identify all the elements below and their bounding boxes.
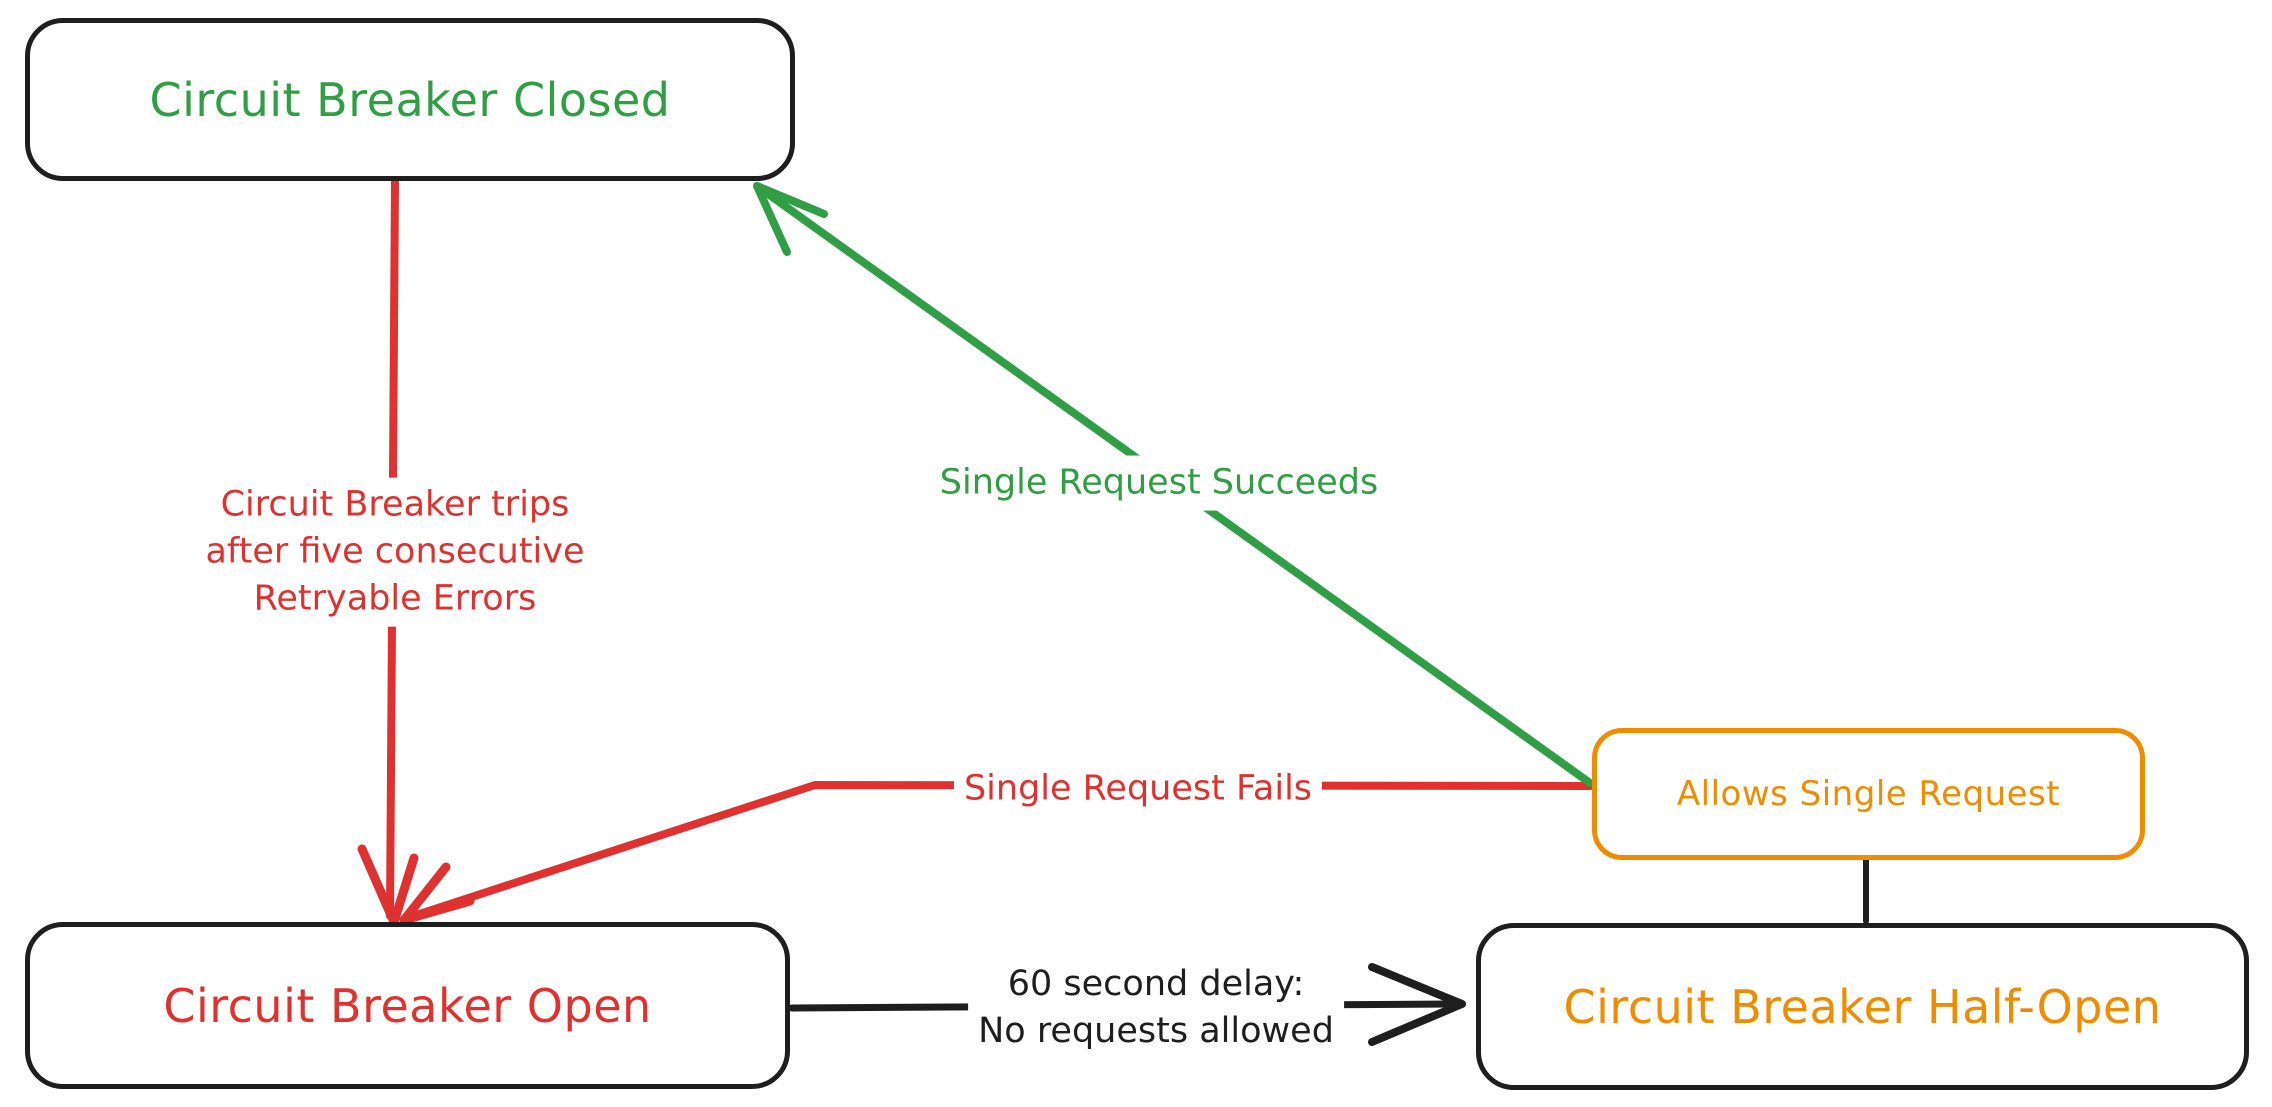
node-circuit-breaker-half-open-label: Circuit Breaker Half-Open — [1563, 979, 2162, 1034]
edge-label-delay: 60 second delay: No requests allowed — [968, 957, 1344, 1059]
edge-label-succeed: Single Request Succeeds — [929, 455, 1389, 511]
node-circuit-breaker-closed: Circuit Breaker Closed — [25, 18, 795, 181]
edge-label-trip-line2: after five consecutive — [205, 531, 585, 572]
edge-label-trip-line3: Retryable Errors — [253, 578, 537, 619]
node-allows-single-request: Allows Single Request — [1592, 728, 2145, 860]
edge-label-fail: Single Request Fails — [953, 761, 1323, 817]
edge-fail-arrowhead — [399, 862, 475, 925]
node-circuit-breaker-half-open: Circuit Breaker Half-Open — [1476, 923, 2249, 1090]
edge-label-delay-line2: No requests allowed — [978, 1011, 1334, 1051]
node-allows-single-request-label: Allows Single Request — [1676, 774, 2061, 814]
edge-label-trip: Circuit Breaker trips after five consecu… — [195, 477, 595, 627]
edge-label-delay-line1: 60 second delay: — [1007, 964, 1305, 1005]
node-circuit-breaker-open-label: Circuit Breaker Open — [163, 978, 652, 1033]
edge-succeed-arrowhead — [753, 182, 828, 256]
node-circuit-breaker-closed-label: Circuit Breaker Closed — [149, 72, 671, 127]
edge-label-trip-line1: Circuit Breaker trips — [220, 484, 570, 525]
edge-fail-line — [400, 781, 1594, 923]
edge-trip-arrowhead — [357, 844, 419, 927]
node-circuit-breaker-open: Circuit Breaker Open — [25, 922, 790, 1089]
edge-delay-arrowhead — [1368, 963, 1466, 1046]
